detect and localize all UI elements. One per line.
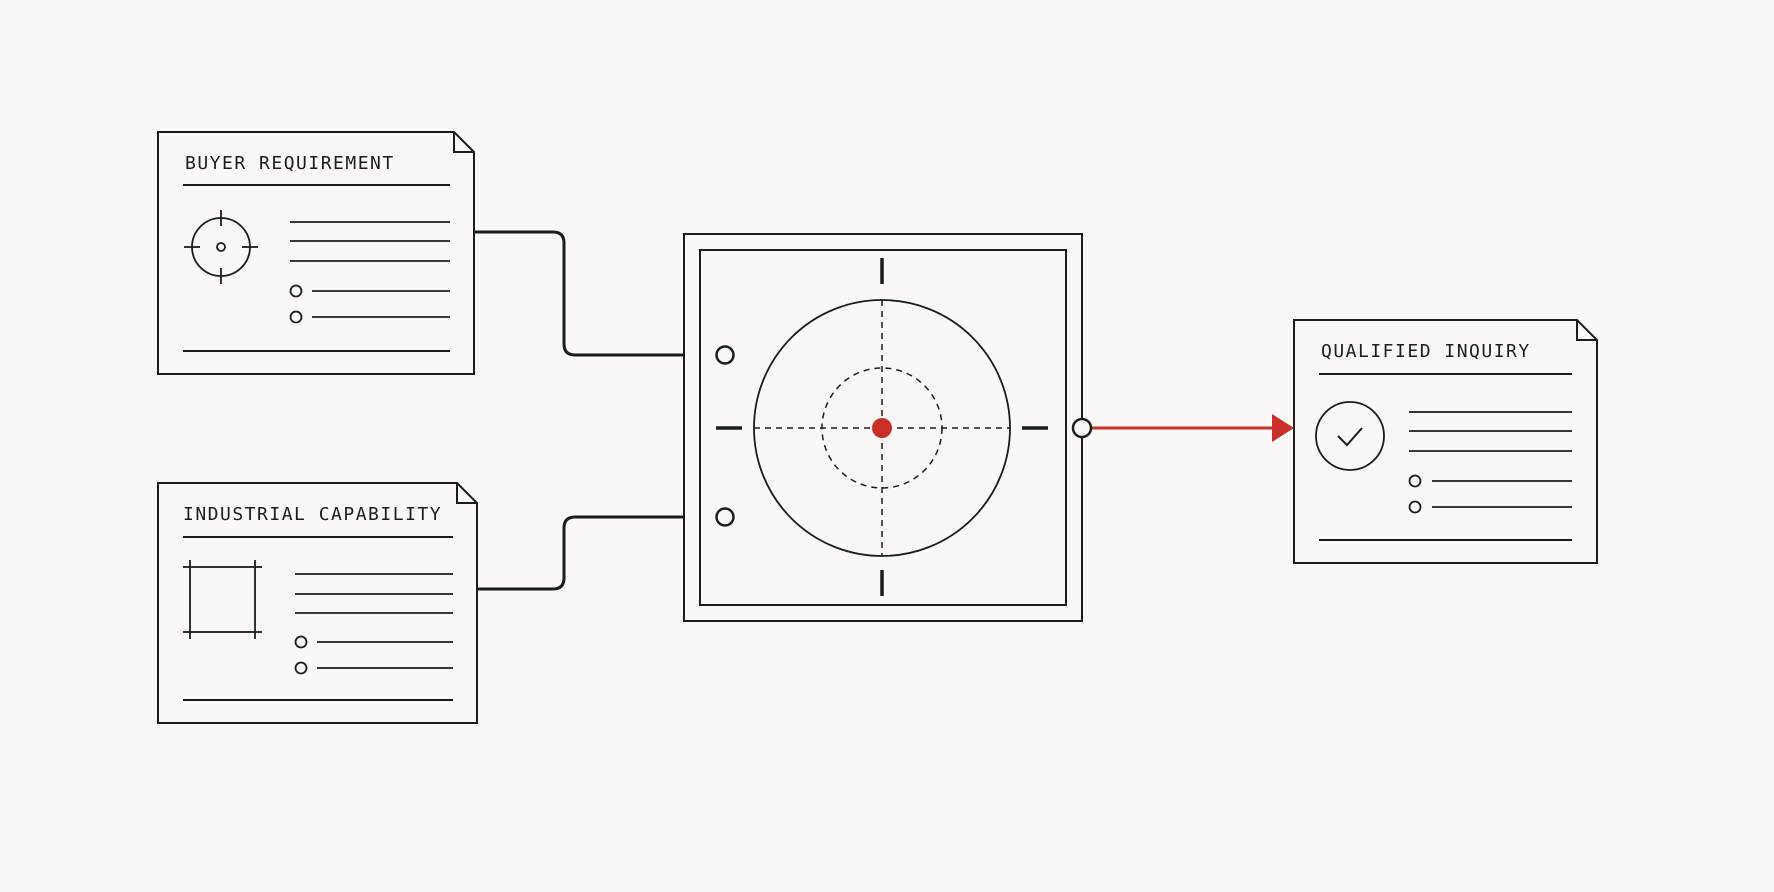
bullet-icon bbox=[289, 310, 303, 324]
buyer-card-title: BUYER REQUIREMENT bbox=[185, 153, 395, 174]
output-arrow-head bbox=[1272, 414, 1294, 442]
industrial-card-folded-corner bbox=[456, 483, 477, 504]
qualified-card-bullet-list bbox=[1408, 474, 1572, 514]
bullet-icon bbox=[294, 635, 308, 649]
crosshair-icon bbox=[184, 210, 258, 284]
industrial-card-outline bbox=[157, 482, 478, 724]
matcher-inner-frame bbox=[699, 249, 1067, 606]
buyer-card-text-lines bbox=[290, 221, 450, 262]
industrial-card-bullet-list bbox=[294, 635, 453, 675]
output-connector bbox=[1071, 414, 1294, 442]
target-reticle-icon bbox=[716, 258, 1048, 596]
matcher-output-port bbox=[1071, 417, 1093, 439]
target-center-dot bbox=[872, 418, 892, 438]
qualified-card-text-lines bbox=[1409, 411, 1572, 452]
buyer-card-bullet-list bbox=[289, 284, 450, 324]
bullet-icon bbox=[289, 284, 303, 298]
qualified-inquiry-card: QUALIFIED INQUIRY bbox=[1293, 319, 1598, 564]
qualified-card-outline bbox=[1293, 319, 1598, 564]
buyer-card-outline bbox=[157, 131, 475, 375]
industrial-capability-card: INDUSTRIAL CAPABILITY bbox=[157, 482, 478, 724]
checkmark-circle-icon bbox=[1315, 401, 1385, 471]
buyer-input-port bbox=[715, 345, 735, 365]
bullet-icon bbox=[1408, 474, 1422, 488]
industrial-input-port bbox=[715, 507, 735, 527]
buyer-card-folded-corner bbox=[453, 132, 474, 153]
qualified-card-folded-corner bbox=[1576, 320, 1597, 341]
industrial-connector-line bbox=[477, 515, 715, 591]
square-frame-icon bbox=[183, 560, 262, 639]
matcher-panel bbox=[683, 233, 1083, 622]
qualified-card-title: QUALIFIED INQUIRY bbox=[1321, 341, 1531, 362]
buyer-requirement-card: BUYER REQUIREMENT bbox=[157, 131, 475, 375]
industrial-card-text-lines bbox=[295, 573, 453, 614]
bullet-icon bbox=[294, 661, 308, 675]
industrial-card-title: INDUSTRIAL CAPABILITY bbox=[183, 504, 442, 525]
bullet-icon bbox=[1408, 500, 1422, 514]
input-connectors bbox=[474, 230, 715, 591]
buyer-connector-line bbox=[474, 230, 715, 357]
